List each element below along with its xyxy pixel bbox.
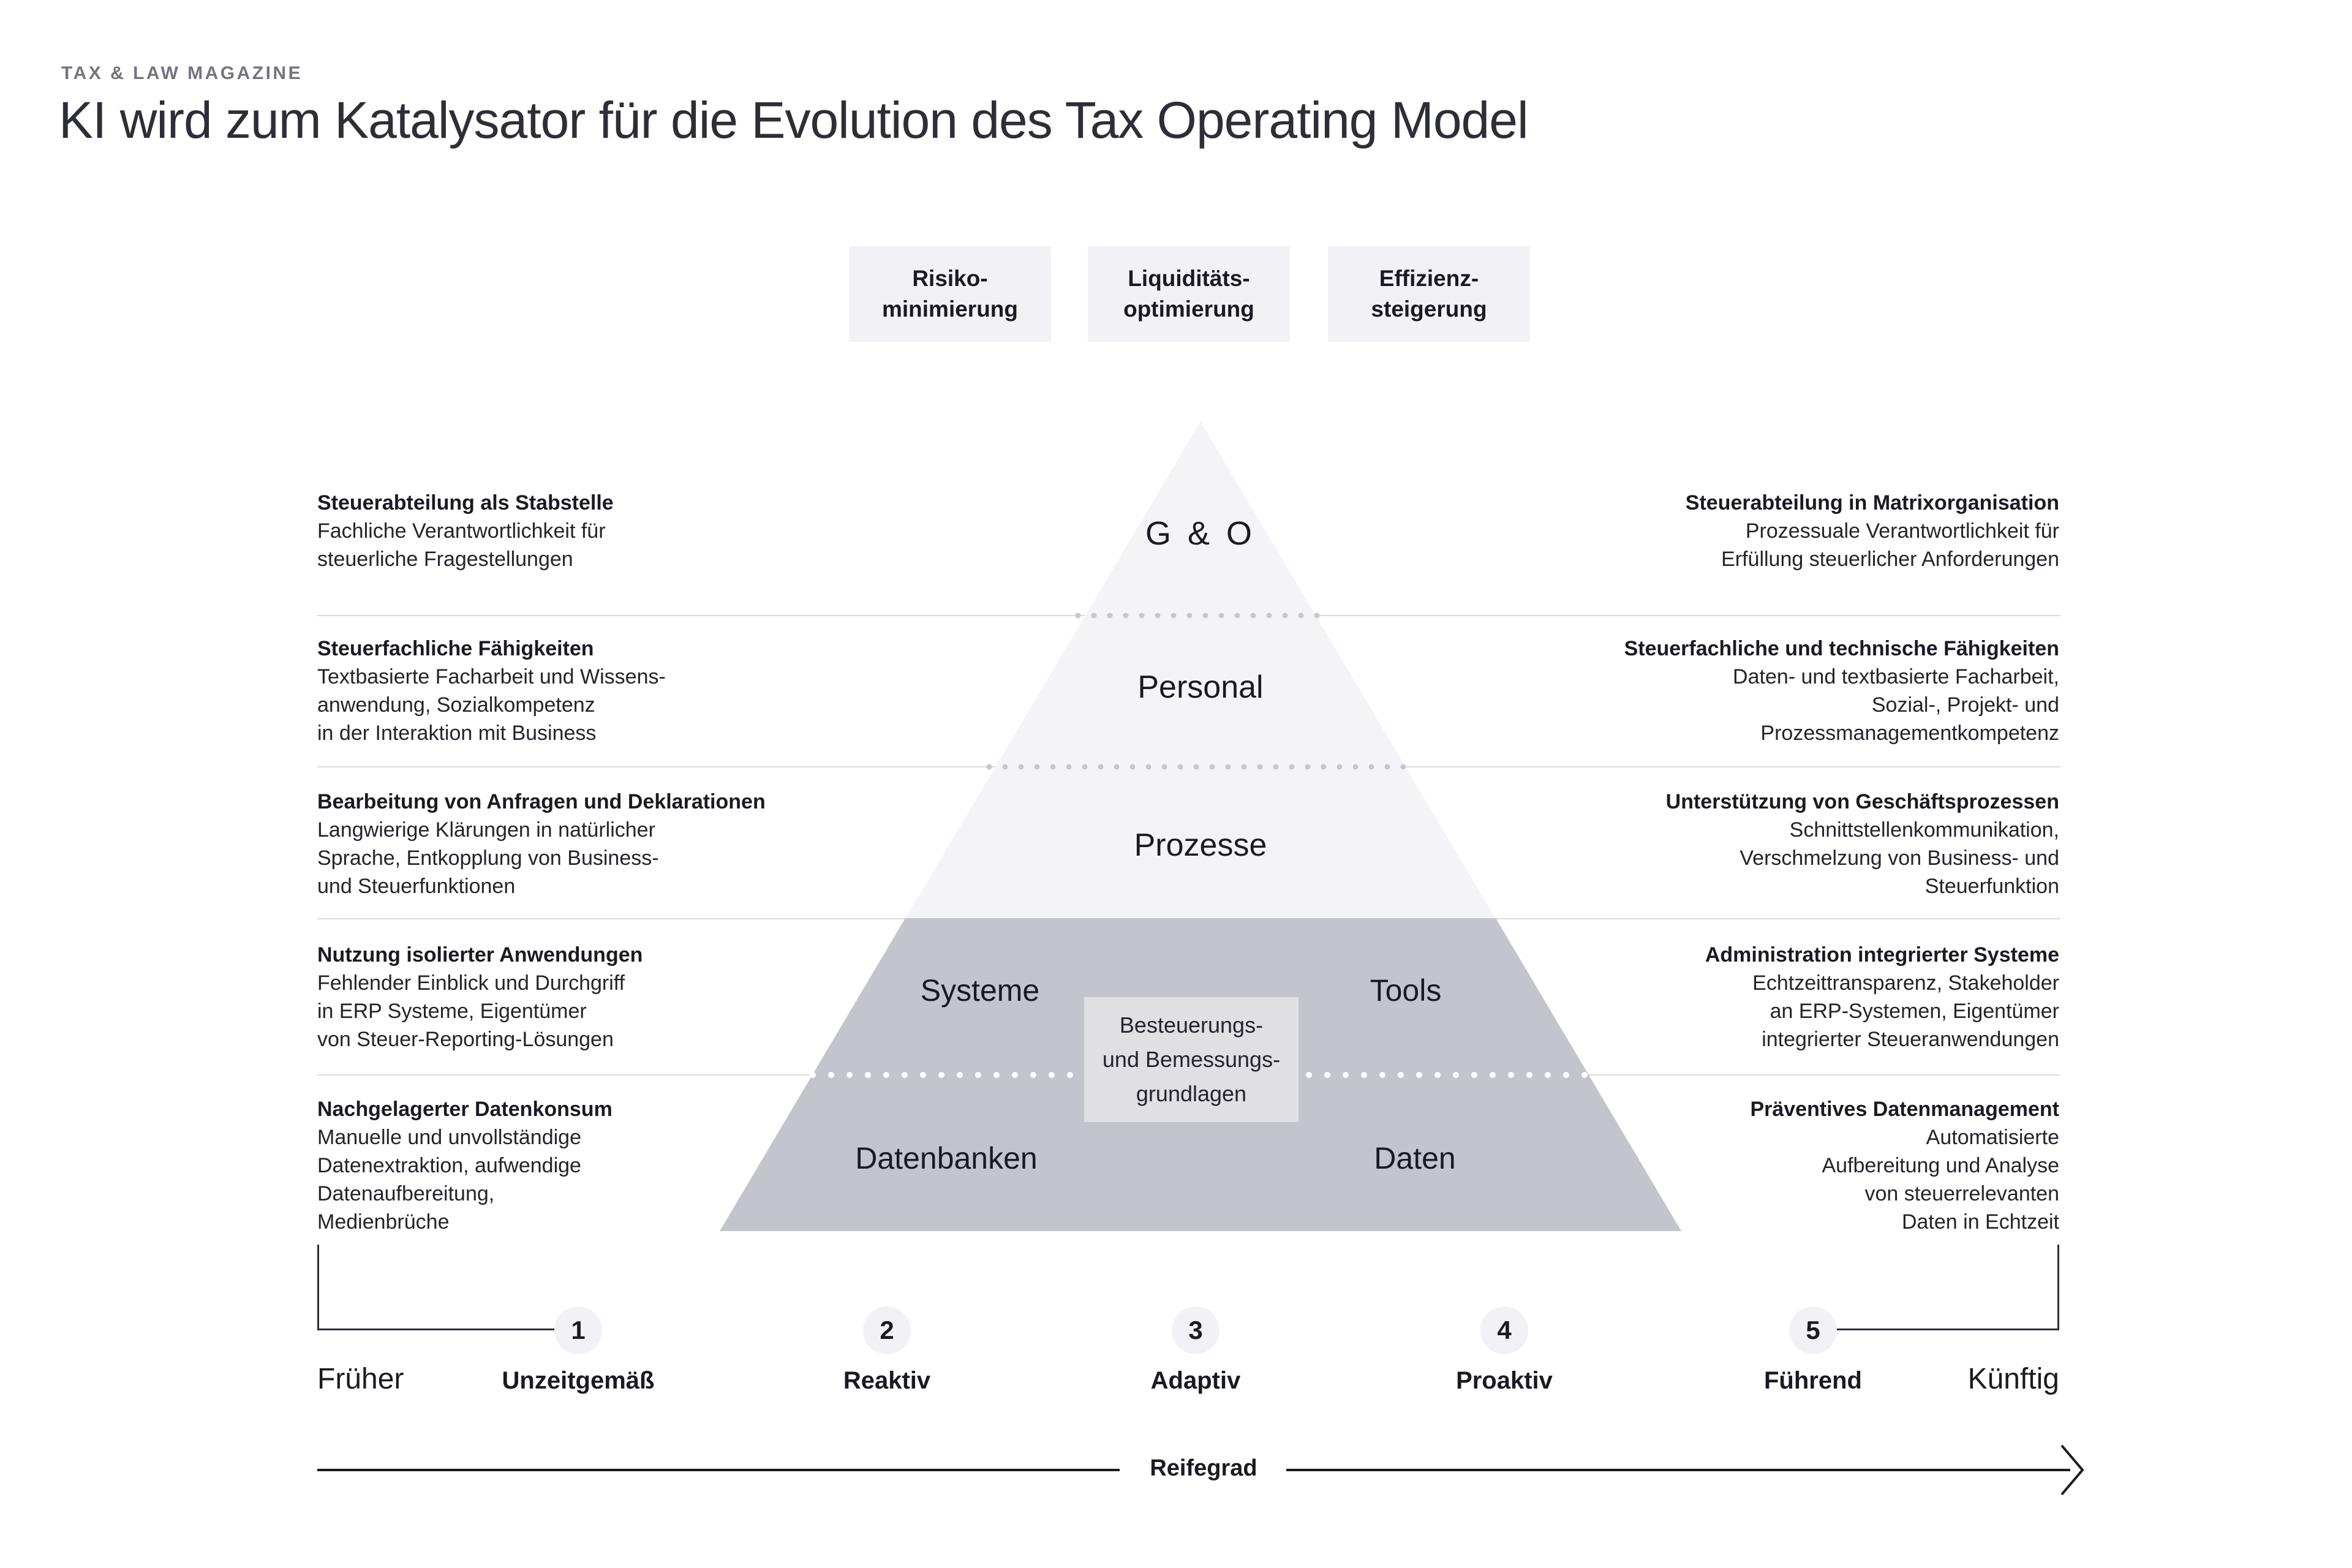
maturity-axis-label: Reifegrad bbox=[1150, 1455, 1257, 1481]
pyramid-level-datenbanken: Datenbanken bbox=[855, 1141, 1038, 1175]
row-line: Manuelle und unvollständige bbox=[317, 1126, 581, 1149]
row-line: Echtzeittransparenz, Stakeholder bbox=[1752, 971, 2059, 995]
bracket-left-horizontal bbox=[317, 1329, 556, 1330]
row-line: Daten- und textbasierte Facharbeit, bbox=[1733, 665, 2059, 688]
row-heading: Nutzung isolierter Anwendungen bbox=[317, 943, 643, 967]
magazine-eyebrow: TAX & LAW MAGAZINE bbox=[61, 63, 303, 83]
row-line: Sprache, Entkopplung von Business- bbox=[317, 846, 659, 870]
pyramid-level-personal: Personal bbox=[1137, 669, 1264, 705]
era-label-frueher: Früher bbox=[317, 1363, 404, 1395]
row-line: Langwierige Klärungen in natürlicher bbox=[317, 818, 655, 842]
stage-circle-5: 5 bbox=[1789, 1306, 1837, 1354]
maturity-axis-line-right bbox=[1286, 1469, 2070, 1471]
stage-label-proaktiv: Proaktiv bbox=[1456, 1367, 1553, 1394]
right-row-daten: Präventives Datenmanagement Automatisier… bbox=[1355, 1095, 2059, 1236]
row-heading: Steuerabteilung als Stabstelle bbox=[317, 491, 614, 514]
row-heading: Steuerfachliche und technische Fähigkeit… bbox=[1624, 637, 2059, 660]
stage-circle-3: 3 bbox=[1172, 1306, 1219, 1354]
benefit-box-line: steigerung bbox=[1371, 296, 1487, 322]
row-heading: Steuerabteilung in Matrixorganisation bbox=[1685, 491, 2059, 514]
bracket-left-vertical bbox=[317, 1245, 319, 1330]
row-line: Fehlender Einblick und Durchgriff bbox=[317, 971, 625, 995]
stage-label-fuehrend: Führend bbox=[1764, 1367, 1862, 1394]
row-heading: Administration integrierter Systeme bbox=[1705, 943, 2059, 967]
left-row-systeme: Nutzung isolierter Anwendungen Fehlender… bbox=[317, 941, 1022, 1054]
center-box-line: und Bemessungs- bbox=[1102, 1047, 1281, 1072]
row-line: an ERP-Systemen, Eigentümer bbox=[1770, 1000, 2059, 1023]
benefit-box-risikominimierung: Risiko- minimierung bbox=[849, 246, 1051, 342]
row-line: in der Interaktion mit Business bbox=[317, 722, 597, 745]
row-line: Automatisierte bbox=[1926, 1126, 2059, 1149]
left-row-personal: Steuerfachliche Fähigkeiten Textbasierte… bbox=[317, 635, 1022, 747]
row-line: Fachliche Verantwortlichkeit für bbox=[317, 519, 606, 543]
row-line: Aufbereitung und Analyse bbox=[1822, 1154, 2059, 1177]
arrow-right-icon bbox=[2060, 1444, 2084, 1496]
row-line: von Steuer-Reporting-Lösungen bbox=[317, 1028, 614, 1051]
row-line: Datenextraktion, aufwendige bbox=[317, 1154, 581, 1177]
benefit-box-line: optimierung bbox=[1123, 296, 1254, 322]
pyramid-level-tools: Tools bbox=[1370, 973, 1442, 1008]
center-box-line: grundlagen bbox=[1136, 1081, 1247, 1106]
row-line: Prozessmanagementkompetenz bbox=[1760, 722, 2059, 745]
page-title: KI wird zum Katalysator für die Evolutio… bbox=[59, 91, 1529, 149]
row-heading: Steuerfachliche Fähigkeiten bbox=[317, 637, 594, 660]
row-line: Medienbrüche bbox=[317, 1210, 450, 1234]
pyramid-level-go: G & O bbox=[1145, 515, 1256, 552]
right-row-systeme: Administration integrierter Systeme Echt… bbox=[1355, 941, 2059, 1054]
stage-label-reaktiv: Reaktiv bbox=[843, 1367, 931, 1394]
pyramid-level-prozesse: Prozesse bbox=[1134, 827, 1267, 863]
pyramid-level-daten: Daten bbox=[1374, 1141, 1456, 1175]
row-line: Verschmelzung von Business- und bbox=[1740, 846, 2059, 870]
maturity-axis-line-left bbox=[317, 1469, 1120, 1471]
stage-circle-4: 4 bbox=[1480, 1306, 1528, 1354]
benefit-box-line: Liquiditäts- bbox=[1128, 266, 1250, 291]
stage-label-adaptiv: Adaptiv bbox=[1150, 1367, 1241, 1394]
row-line: Erfüllung steuerlicher Anforderungen bbox=[1721, 548, 2059, 571]
benefit-box-liquiditaetsoptimierung: Liquiditäts- optimierung bbox=[1088, 246, 1290, 342]
row-heading: Bearbeitung von Anfragen und Deklaration… bbox=[317, 790, 766, 813]
right-row-organisation: Steuerabteilung in Matrixorganisation Pr… bbox=[1355, 489, 2059, 573]
row-line: integrierter Steueranwendungen bbox=[1762, 1028, 2059, 1051]
stage-circle-2: 2 bbox=[863, 1306, 911, 1354]
row-line: Textbasierte Facharbeit und Wissens- bbox=[317, 665, 666, 688]
bracket-right-vertical bbox=[2057, 1245, 2059, 1330]
left-row-datenbanken: Nachgelagerter Datenkonsum Manuelle und … bbox=[317, 1095, 1022, 1236]
row-heading: Präventives Datenmanagement bbox=[1750, 1098, 2059, 1121]
row-line: Steuerfunktion bbox=[1924, 875, 2059, 898]
benefit-box-line: minimierung bbox=[881, 296, 1019, 322]
row-line: Datenaufbereitung, bbox=[317, 1182, 495, 1205]
right-row-personal: Steuerfachliche und technische Fähigkeit… bbox=[1355, 635, 2059, 747]
tax-base-center-box: Besteuerungs- und Bemessungs- grundlagen bbox=[1084, 997, 1298, 1122]
row-line: Prozessuale Verantwortlichkeit für bbox=[1745, 519, 2059, 543]
benefit-box-line: Risiko- bbox=[912, 266, 988, 291]
row-line: Daten in Echtzeit bbox=[1901, 1210, 2059, 1234]
era-label-kuenftig: Künftig bbox=[1967, 1363, 2059, 1395]
bracket-right-horizontal bbox=[1836, 1329, 2059, 1330]
pyramid-level-systeme: Systeme bbox=[920, 973, 1040, 1008]
row-line: und Steuerfunktionen bbox=[317, 875, 516, 898]
row-line: Sozial-, Projekt- und bbox=[1871, 693, 2059, 717]
left-row-prozesse: Bearbeitung von Anfragen und Deklaration… bbox=[317, 788, 1022, 900]
right-row-prozesse: Unterstützung von Geschäftsprozessen Sch… bbox=[1355, 788, 2059, 900]
stage-circle-1: 1 bbox=[554, 1306, 602, 1354]
center-box-line: Besteuerungs- bbox=[1119, 1012, 1264, 1038]
benefit-box-line: Effizienz- bbox=[1379, 266, 1479, 291]
row-line: Schnittstellenkommunikation, bbox=[1789, 818, 2059, 842]
row-heading: Nachgelagerter Datenkonsum bbox=[317, 1098, 612, 1121]
row-line: anwendung, Sozialkompetenz bbox=[317, 693, 595, 717]
row-line: von steuerrelevanten bbox=[1864, 1182, 2059, 1205]
row-line: in ERP Systeme, Eigentümer bbox=[317, 1000, 587, 1023]
stage-label-unzeitgemaess: Unzeitgemäß bbox=[502, 1367, 655, 1394]
row-heading: Unterstützung von Geschäftsprozessen bbox=[1665, 790, 2059, 813]
left-row-organisation: Steuerabteilung als Stabstelle Fachliche… bbox=[317, 489, 1022, 573]
benefit-box-effizienzsteigerung: Effizienz- steigerung bbox=[1328, 246, 1530, 342]
row-line: steuerliche Fragestellungen bbox=[317, 548, 573, 571]
